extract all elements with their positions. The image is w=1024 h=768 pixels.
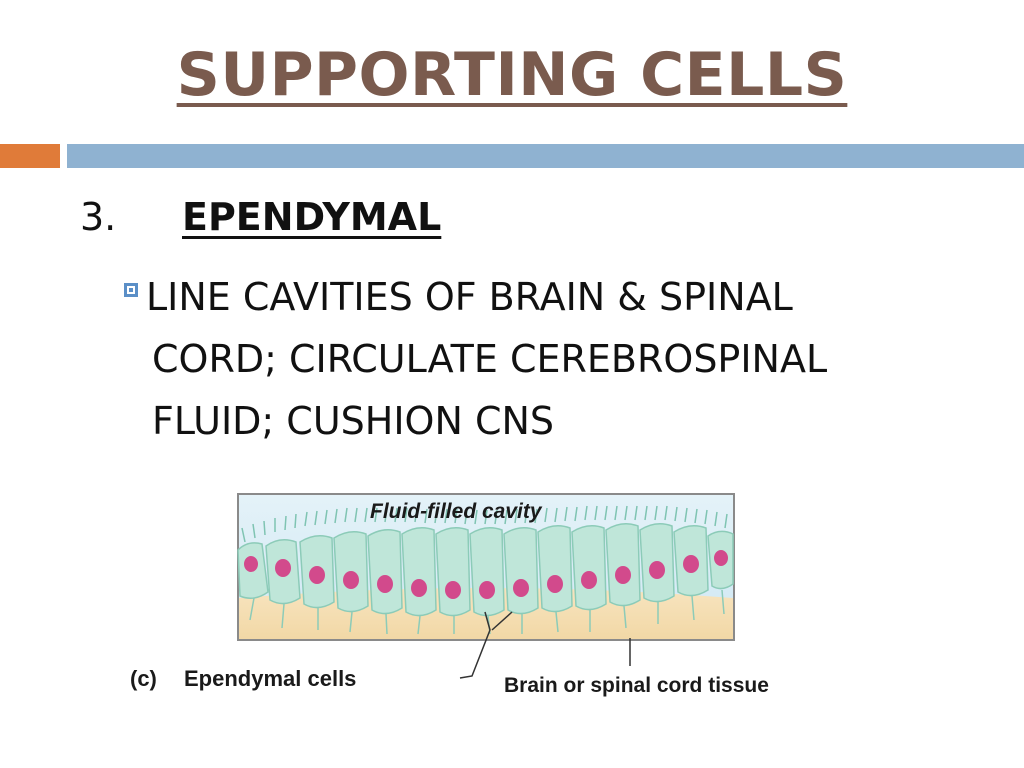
item-heading: EPENDYMAL: [182, 195, 442, 239]
item-number: 3.: [80, 195, 117, 239]
ependymal-illustration: [237, 493, 735, 679]
square-bullet-icon: [124, 283, 138, 297]
cell-nuclei: [244, 550, 728, 599]
slide-title: SUPPORTING CELLS: [176, 40, 848, 110]
ependymal-cell-row: [237, 523, 734, 617]
accent-bar-blue: [67, 144, 1024, 168]
accent-bar-orange: [0, 144, 60, 168]
tissue-label: Brain or spinal cord tissue: [504, 674, 769, 697]
bullet-text: LINE CAVITIES OF BRAIN & SPINAL CORD; CI…: [146, 275, 828, 443]
ependymal-figure: Fluid-filled cavity (c) Ependymal cells …: [120, 480, 880, 710]
cilia: [241, 505, 728, 543]
caption-letter: (c): [130, 666, 157, 691]
leader-lines: [459, 611, 631, 679]
caption-ependymal-cells: Ependymal cells: [184, 666, 357, 691]
cell-processes: [249, 589, 725, 635]
cavity-label: Fluid-filled cavity: [370, 500, 542, 523]
